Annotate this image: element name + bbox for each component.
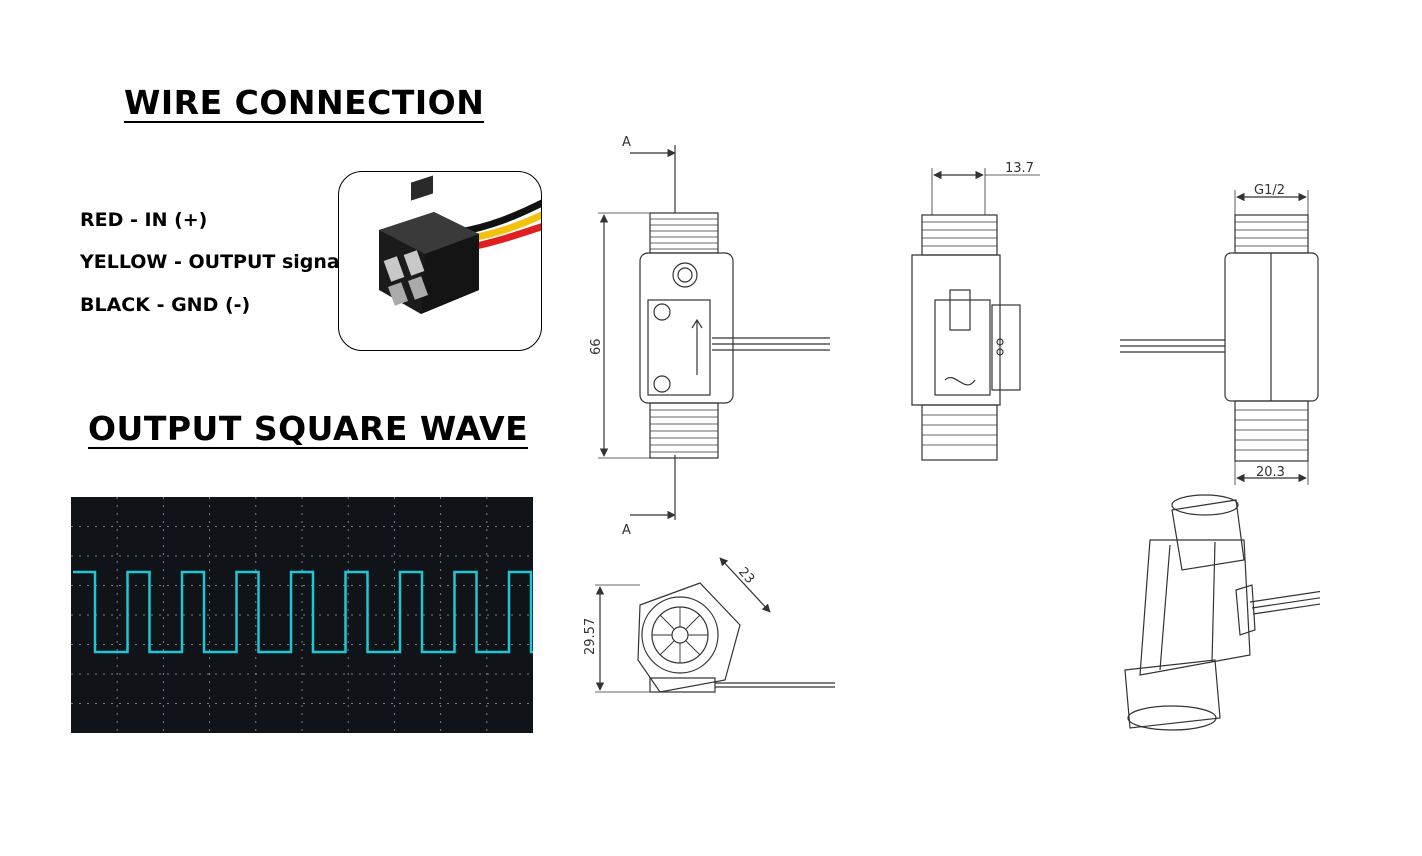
wire-label-black: BLACK - GND (-) [80,294,251,316]
connector-icon [379,175,541,314]
wire-label-red: RED - IN (+) [80,209,208,231]
flow-sensor-technical-drawing: A A 66 13.7 G1/2 20.3 23 29.57 [583,135,1320,731]
wire-connection-heading: WIRE CONNECTION [124,83,485,123]
oscilloscope-screen [71,497,533,733]
section-marker-bottom: A [622,523,631,538]
connector-photo [338,171,542,351]
dim-length: 66 [589,338,604,355]
section-marker-top: A [622,135,631,150]
front-view [598,145,830,520]
isometric-view [1124,494,1320,731]
dim-body-width: 20.3 [1256,465,1285,480]
oscilloscope-grid [71,497,533,733]
dim-thread: G1/2 [1254,183,1285,198]
dim-height: 29.57 [583,618,598,655]
wire-label-yellow: YELLOW - OUTPUT signal [80,251,347,273]
dim-hex-across: 23 [735,565,757,587]
square-wave-trace [73,570,533,654]
dim-hex-width: 13.7 [1005,161,1034,176]
side-view [1120,190,1319,485]
end-view [595,557,835,693]
section-view [911,168,1040,461]
output-square-wave-heading: OUTPUT SQUARE WAVE [88,409,529,449]
